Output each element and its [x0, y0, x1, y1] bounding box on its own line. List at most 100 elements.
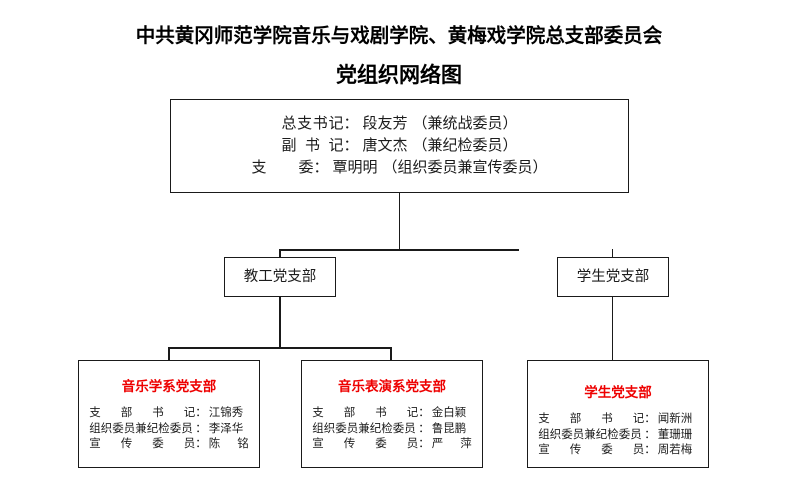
connector-faculty-bar	[168, 347, 392, 349]
name-part: 江锦秀	[208, 407, 244, 419]
sub-branch-colon: ：	[195, 422, 207, 435]
sub-branch-person-name: 严 萍	[432, 437, 472, 453]
role-char: 传	[569, 444, 582, 456]
sub-branch-colon: ：	[418, 407, 430, 419]
role-char: 书	[304, 137, 320, 154]
sub-branch-colon: ：	[644, 428, 656, 441]
branch-box-student: 学生党支部	[557, 257, 669, 297]
sub-branch-person-name: 江锦秀	[209, 406, 249, 422]
role-char: 记	[632, 413, 645, 425]
name-part: 严	[431, 438, 444, 450]
role-char: 组织委员兼纪检委员	[312, 422, 416, 435]
name-part: 周若梅	[657, 444, 693, 456]
committee-person-note: （兼纪检委员）	[412, 137, 518, 154]
role-char: 宣	[312, 438, 324, 450]
sub-branch-box-musicology: 音乐学系党支部 支 部 书 记 ： 江锦秀 组织委员兼纪检	[78, 360, 260, 468]
committee-row: 支 委 ： 覃明明 （组织委员兼宣传委员）	[251, 157, 547, 179]
connector-faculty-right-drop	[390, 347, 392, 361]
sub-branch-title: 学生党支部	[584, 385, 652, 400]
sub-branch-row: 支 部 书 记 ： 闻新洲	[538, 412, 698, 428]
sub-branch-person-name: 金白颖	[432, 406, 472, 422]
role-char: 支	[89, 407, 101, 419]
role-char: 传	[343, 438, 356, 450]
role-char: 记	[328, 137, 344, 154]
sub-branch-row: 组织委员兼纪检委员 ： 李泽华	[89, 422, 249, 438]
connector-top-stem	[398, 193, 401, 250]
committee-box: 总 支 书 记 ： 段友芳 （兼统战委员） 副 书 记 ： 唐文杰 （兼纪检委员…	[170, 99, 629, 193]
sub-branch-role-label: 支 部 书 记	[89, 406, 195, 422]
role-char: 记	[183, 407, 196, 419]
name-part: 金白颖	[431, 407, 467, 419]
connector-to-faculty	[279, 249, 281, 259]
sub-branch-colon: ：	[644, 444, 656, 456]
sub-branch-title: 音乐学系党支部	[121, 379, 217, 394]
role-char: 宣	[538, 444, 550, 456]
role-char: 支	[312, 407, 324, 419]
role-char: 部	[343, 407, 356, 419]
committee-colon: ：	[313, 159, 329, 176]
sub-branch-box-performance: 音乐表演系党支部 支 部 书 记 ： 金白颖 组织委员兼纪	[301, 360, 483, 468]
role-char: 记	[328, 115, 344, 132]
committee-colon: ：	[343, 115, 359, 132]
chart-title-primary: 中共黄冈师范学院音乐与戏剧学院、黄梅戏学院总支部委员会	[135, 25, 663, 47]
committee-role-label: 支 委	[251, 157, 313, 179]
role-char: 部	[120, 407, 133, 419]
sub-branch-box-student: 学生党支部 支 部 书 记 ： 闻新洲 组织委员兼纪检委员	[527, 360, 709, 468]
role-char: 支	[297, 115, 313, 132]
role-char: 组织委员兼纪检委员	[89, 422, 193, 435]
sub-branch-colon: ：	[644, 413, 656, 425]
role-char: 组织委员兼纪检委员	[538, 428, 642, 441]
role-char: 书	[312, 115, 328, 132]
connector-faculty-left-drop	[168, 347, 170, 361]
connector-student-stem	[611, 297, 614, 361]
branch-label-student: 学生党支部	[576, 269, 650, 285]
role-char: 书	[152, 407, 164, 419]
committee-role-label: 副 书 记	[281, 135, 343, 157]
chart-title-secondary: 党组织网络图	[336, 64, 462, 87]
committee-row: 总 支 书 记 ： 段友芳 （兼统战委员）	[281, 113, 517, 135]
name-part: 陈	[208, 438, 221, 450]
connector-level1-bar	[279, 249, 520, 251]
role-char: 部	[569, 413, 582, 425]
sub-branch-role-label: 支 部 书 记	[312, 406, 418, 422]
committee-row: 副 书 记 ： 唐文杰 （兼纪检委员）	[281, 135, 517, 157]
sub-branch-role-label: 宣 传 委 员	[89, 437, 195, 453]
connector-faculty-stem	[279, 297, 281, 349]
role-char: 委	[601, 444, 613, 456]
sub-branch-row: 宣 传 委 员 ： 陈 铭	[89, 437, 249, 453]
committee-person-note: （兼统战委员）	[412, 115, 518, 132]
role-char: 书	[375, 407, 387, 419]
committee-person-name: 覃明明	[332, 159, 378, 176]
role-char: 副	[281, 137, 297, 154]
sub-branch-role-label: 支 部 书 记	[538, 412, 644, 428]
sub-branch-role-label: 宣 传 委 员	[312, 437, 418, 453]
sub-branch-person-name: 周若梅	[658, 443, 698, 459]
sub-branch-role-label: 组织委员兼纪检委员	[312, 422, 418, 438]
role-char: 书	[601, 413, 613, 425]
committee-colon: ：	[343, 137, 359, 154]
sub-branch-person-name: 陈 铭	[209, 437, 249, 453]
role-char: 委	[375, 438, 387, 450]
sub-branch-row: 支 部 书 记 ： 金白颖	[312, 406, 472, 422]
sub-branch-row: 支 部 书 记 ： 江锦秀	[89, 406, 249, 422]
sub-branch-person-name: 鲁昆鹏	[432, 422, 472, 438]
committee-person-note: （组织委员兼宣传委员）	[382, 159, 548, 176]
name-part: 李泽华	[208, 422, 244, 435]
sub-branch-row: 宣 传 委 员 ： 严 萍	[312, 437, 472, 453]
name-part: 铭	[237, 438, 249, 450]
branch-box-faculty: 教工党支部	[224, 257, 336, 297]
sub-branch-colon: ：	[195, 438, 207, 450]
sub-branch-colon: ：	[195, 407, 207, 419]
role-char: 委	[298, 159, 314, 176]
name-part: 萍	[460, 438, 472, 450]
sub-branch-title: 音乐表演系党支部	[338, 379, 446, 394]
committee-person-name: 段友芳	[362, 115, 408, 132]
sub-branch-row: 组织委员兼纪检委员 ： 董珊珊	[538, 428, 698, 444]
role-char: 总	[281, 115, 297, 132]
role-char: 委	[152, 438, 164, 450]
sub-branch-person-name: 李泽华	[209, 422, 249, 438]
name-part: 鲁昆鹏	[431, 422, 467, 435]
sub-branch-colon: ：	[418, 422, 430, 435]
role-char: 员	[183, 438, 196, 450]
